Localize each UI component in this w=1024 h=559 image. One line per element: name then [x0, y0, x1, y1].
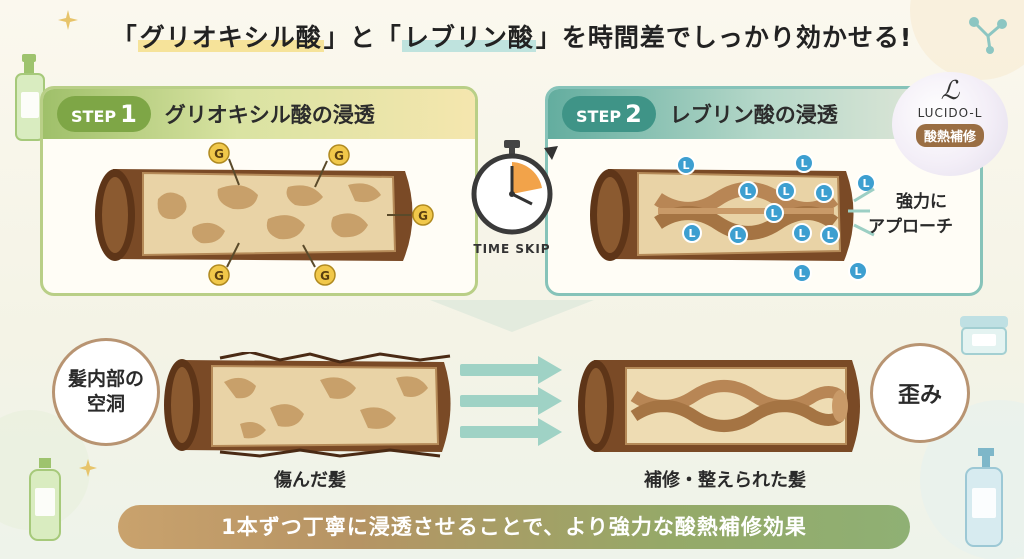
l-particle: L [814, 183, 834, 203]
approach-label: 強力に アプローチ [868, 190, 953, 239]
g-particle: G [302, 244, 336, 286]
damaged-hair [164, 352, 451, 458]
damaged-caption: 傷んだ髪 [274, 470, 346, 491]
l-particle: L [792, 263, 812, 283]
svg-text:G: G [334, 149, 344, 163]
step2-title: レブリン酸の浸透 [669, 103, 838, 127]
title-levulinic: レブリン酸 [401, 23, 536, 52]
brand-mark: ℒ [940, 76, 960, 106]
l-particle: L [682, 223, 702, 243]
bottom-banner: 1本ずつ丁寧に浸透させることで、より強力な酸熱補修効果 [118, 505, 910, 549]
l-particle: L [764, 203, 784, 223]
title-rest: を時間差でしっかり効かせる! [561, 23, 913, 52]
title-particle: と [349, 23, 376, 52]
arrow-right-icon [460, 356, 562, 446]
svg-text:G: G [320, 269, 330, 283]
approach-line2: アプローチ [868, 216, 953, 237]
lotion-bottle-icon [965, 448, 1003, 547]
svg-text:L: L [854, 265, 861, 278]
svg-text:G: G [418, 209, 428, 223]
title-quote: 「 [375, 23, 402, 52]
svg-text:L: L [820, 187, 827, 200]
brand-tag: 酸熱補修 [915, 124, 984, 147]
title-quote: 」 [323, 23, 350, 52]
svg-text:G: G [214, 147, 224, 161]
l-particle: L [856, 173, 876, 193]
timer-label: TIME SKIP [473, 242, 551, 256]
sparkle-icon [58, 10, 78, 30]
main-title: 「グリオキシル酸」と「レブリン酸」を時間差でしっかり効かせる! [40, 18, 984, 64]
svg-text:L: L [798, 227, 805, 240]
brand-name: LUCIDO-L [917, 106, 983, 120]
step-word: STEP [576, 107, 622, 126]
l-particle: L [728, 225, 748, 245]
chevron-down-icon [430, 300, 594, 332]
l-particle: L [776, 181, 796, 201]
lotion-bottle-icon [15, 54, 45, 141]
sparkle-icon [79, 459, 97, 477]
svg-text:L: L [826, 229, 833, 242]
step2-hair-illustration: L L L L L L L L L L L L L [590, 153, 876, 283]
l-particle: L [794, 153, 814, 173]
g-particle: G [387, 204, 434, 226]
g-particle: G [208, 242, 240, 286]
cavity-bubble: 髪内部の 空洞 [52, 338, 160, 446]
step-number: 1 [120, 100, 137, 128]
title-glyoxylic: グリオキシル酸 [137, 23, 324, 52]
l-particle: L [676, 155, 696, 175]
svg-text:L: L [770, 207, 777, 220]
svg-text:L: L [798, 267, 805, 280]
g-particle: G [208, 142, 240, 186]
g-particle: G [314, 144, 350, 188]
molecule-icon [969, 17, 1007, 54]
repaired-hair [578, 360, 860, 452]
svg-text:L: L [682, 159, 689, 172]
cavity-line2: 空洞 [86, 393, 125, 415]
step1-badge: STEP 1 [57, 96, 151, 132]
step1-panel: STEP 1 グリオキシル酸の浸透 G G G [40, 86, 478, 296]
step2-badge: STEP 2 [562, 96, 656, 132]
repaired-caption: 補修・整えられた髪 [644, 470, 806, 491]
svg-text:L: L [800, 157, 807, 170]
approach-line1: 強力に [896, 192, 947, 212]
l-particle: L [792, 223, 812, 243]
svg-text:L: L [782, 185, 789, 198]
cavity-line1: 髪内部の [67, 368, 144, 391]
svg-text:L: L [862, 177, 869, 190]
svg-text:L: L [734, 229, 741, 242]
title-quote: 」 [535, 23, 562, 52]
title-quote: 「 [111, 23, 138, 52]
l-particle: L [738, 181, 758, 201]
l-particle: L [820, 225, 840, 245]
lotion-bottle-icon [29, 458, 61, 541]
svg-text:L: L [744, 185, 751, 198]
cream-jar-icon [960, 316, 1008, 355]
step-word: STEP [71, 107, 117, 126]
stopwatch-icon [471, 140, 558, 235]
brand-logo: ℒ LUCIDO-L 酸熱補修 [892, 72, 1008, 176]
approach-arrow [853, 187, 875, 203]
distortion-bubble: 歪み [870, 343, 970, 443]
step1-title: グリオキシル酸の浸透 [164, 103, 375, 127]
svg-text:L: L [688, 227, 695, 240]
step-number: 2 [625, 100, 642, 128]
step1-header: STEP 1 グリオキシル酸の浸透 [43, 89, 475, 139]
step1-hair-illustration: G G G G G [95, 142, 434, 286]
l-particle: L [848, 261, 868, 281]
svg-text:G: G [214, 269, 224, 283]
approach-arrow [853, 223, 875, 237]
